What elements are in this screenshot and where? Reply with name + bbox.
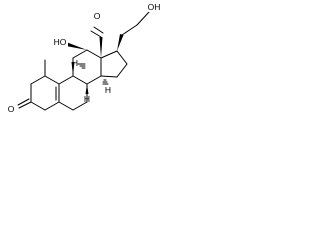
ring-a	[17, 59, 60, 111]
steroid-structure-diagram: O OH HO O H H H	[6, 2, 162, 114]
hydrogen-c8-label: H	[84, 94, 90, 104]
chain-bond	[136, 11, 150, 26]
aldehyde-wedge	[99, 37, 103, 58]
bond	[72, 49, 88, 59]
side-chain-wedge	[117, 34, 124, 51]
hydroxyl-left-label: HO	[54, 37, 67, 47]
bond	[72, 101, 88, 111]
h9-hash	[77, 63, 86, 69]
bond	[30, 75, 46, 85]
chain-bond	[121, 24, 138, 36]
methyl-wedge	[71, 62, 75, 76]
hydroxyl-top-label: OH	[148, 2, 161, 12]
bond	[86, 75, 102, 85]
bond	[58, 75, 74, 85]
ketone-oxygen-label: O	[8, 104, 15, 114]
bond	[72, 75, 88, 85]
label-mask	[52, 37, 68, 47]
bond	[44, 101, 60, 111]
hydrogen-c14-label: H	[105, 85, 111, 95]
bond	[44, 75, 60, 85]
ketone-bond-double	[17, 98, 30, 106]
label-mask	[93, 11, 101, 21]
h14-hash	[102, 79, 109, 85]
aldehyde-bond	[90, 30, 102, 38]
label-mask	[6, 104, 16, 114]
label-mask	[146, 2, 162, 12]
hydroxyl-wedge	[66, 42, 87, 50]
bond	[30, 101, 46, 111]
bond	[100, 75, 118, 78]
aldehyde-bond-double	[93, 26, 104, 34]
bond	[100, 50, 118, 59]
ring-d	[100, 50, 128, 78]
h8-wedge	[85, 84, 89, 94]
ring-c	[72, 49, 102, 85]
bond	[116, 50, 128, 65]
aldehyde-oxygen-label: O	[94, 11, 101, 21]
bond	[58, 101, 74, 111]
bond	[116, 63, 128, 78]
ketone-bond	[18, 101, 32, 109]
hydrogen-c9-label: H	[72, 58, 78, 68]
bond	[86, 49, 102, 59]
ring-b	[58, 75, 88, 111]
